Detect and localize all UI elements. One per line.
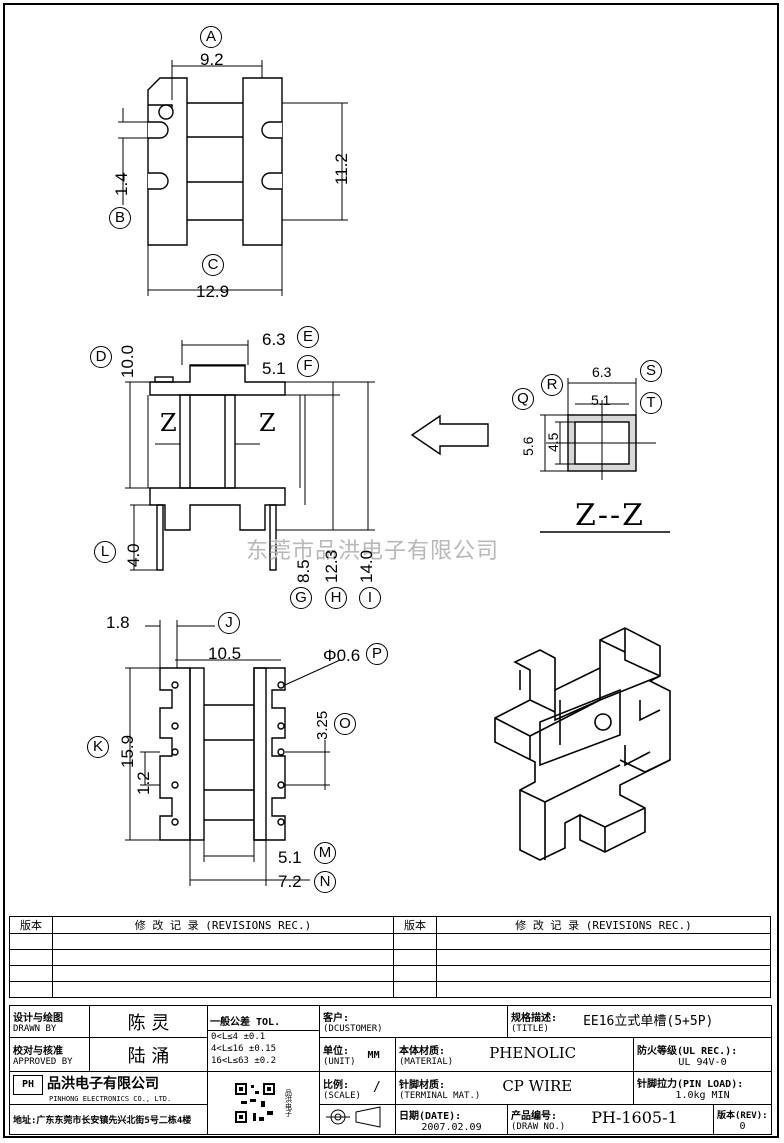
qr-code-icon xyxy=(233,1081,278,1125)
dim-callout-h: H xyxy=(325,587,347,609)
dim-4-0: 4.0 xyxy=(124,543,143,567)
dim-callout-n: N xyxy=(314,871,336,893)
dim-callout-j: J xyxy=(218,612,240,634)
company-address: 地址:广东东莞市长安镇先兴北街5号二栋4楼 xyxy=(9,1104,208,1135)
dim-14-0: 14.0 xyxy=(357,549,376,583)
dim-callout-p: P xyxy=(366,643,388,665)
dim-1-2: 1.2 xyxy=(134,771,153,795)
dim-8-5: 8.5 xyxy=(294,559,313,583)
rev-col-record-2: 修 改 记 录 (REVISIONS REC.) xyxy=(436,916,771,934)
dim-callout-m: M xyxy=(314,842,336,864)
top-view xyxy=(118,60,348,296)
terminal-material-field: 针脚材质:(TERMINAL MAT.) CP WIRE xyxy=(394,1071,635,1105)
table-row xyxy=(9,965,771,982)
date-field: 日期(DATE):2007.02.09 xyxy=(394,1104,509,1135)
section-dim-4-5: 4.5 xyxy=(545,432,561,452)
dim-pin-diameter: Φ0.6 xyxy=(323,646,361,665)
dim-12-9: 12.9 xyxy=(196,282,230,301)
revisions-header-row: 版本 修 改 记 录 (REVISIONS REC.) 版本 修 改 记 录 (… xyxy=(9,916,771,934)
dim-callout-g: G xyxy=(290,587,312,609)
section-dim-5-1: 5.1 xyxy=(591,392,611,408)
dim-callout-i: I xyxy=(359,587,381,609)
title-field: 规格描述:(TITLE) EE16立式单槽(5+5P) xyxy=(507,1005,773,1038)
company-logo: PH xyxy=(13,1075,43,1095)
scale-field: 比例:(SCALE) / xyxy=(319,1071,396,1105)
customer-field: 客户:(DCUSTOMER) xyxy=(318,1005,509,1038)
rev-col-record: 修 改 记 录 (REVISIONS REC.) xyxy=(52,916,394,934)
dim-callout-q: Q xyxy=(512,388,534,410)
watermark: 东莞市品洪电子有限公司 xyxy=(246,539,500,564)
unit-field: 单位:(UNIT) MM xyxy=(319,1037,396,1072)
dim-callout-b: B xyxy=(109,207,131,229)
dim-1-4: 1.4 xyxy=(112,172,131,196)
section-mark-z-left: Z xyxy=(160,409,177,437)
section-dim-5-6: 5.6 xyxy=(520,436,536,456)
section-mark-z-right: Z xyxy=(259,409,276,437)
section-dim-6-3: 6.3 xyxy=(592,364,612,380)
section-zz-view xyxy=(540,378,670,533)
designer-name: 陈 灵 xyxy=(89,1005,208,1038)
table-row xyxy=(9,949,771,966)
dim-10-5: 10.5 xyxy=(208,644,242,663)
side-view xyxy=(125,340,375,571)
revisions-table: 版本 修 改 记 录 (REVISIONS REC.) 版本 修 改 记 录 (… xyxy=(9,916,771,998)
approver-name: 陆 涌 xyxy=(89,1037,208,1072)
section-title-zz: Z--Z xyxy=(575,498,645,533)
table-row xyxy=(9,933,771,950)
bottom-view xyxy=(125,620,341,886)
dim-callout-c: C xyxy=(202,254,224,276)
dim-callout-f: F xyxy=(297,355,319,377)
dim-callout-a: A xyxy=(200,26,222,48)
draw-number-field: 产品编号:(DRAW NO.) PH-1605-1 xyxy=(507,1104,715,1135)
dim-callout-r: R xyxy=(541,374,563,396)
rev-col-version-2: 版本 xyxy=(393,916,437,934)
dim-1-8: 1.8 xyxy=(106,613,130,632)
dim-callout-t: T xyxy=(640,392,662,414)
dim-9-2: 9.2 xyxy=(200,50,224,69)
tolerance-box: 一般公差 TOL. 0<L≤4 ±0.1 4<L≤16 ±0.15 16<L≤6… xyxy=(207,1005,320,1072)
dim-callout-l: L xyxy=(94,541,116,563)
dim-11-2: 11.2 xyxy=(332,153,351,185)
revision-field: 版本(REV):0 xyxy=(713,1104,773,1135)
dim-callout-d: D xyxy=(90,346,112,368)
dim-callout-e: E xyxy=(297,326,319,348)
drawing-sheet xyxy=(3,3,779,1138)
dim-5-1-side: 5.1 xyxy=(262,359,286,378)
dim-3-25: 3.25 xyxy=(314,710,331,740)
dim-callout-s: S xyxy=(640,360,662,382)
dim-15-9: 15.9 xyxy=(118,734,137,768)
rev-col-version: 版本 xyxy=(9,916,53,934)
section-arrow xyxy=(410,414,489,456)
dim-callout-k: K xyxy=(87,736,109,758)
dim-12-3: 12.3 xyxy=(322,549,341,583)
pin-load-field: 针脚拉力(PIN LOAD):1.0kg MIN xyxy=(633,1071,773,1105)
ul-rating-field: 防火等级(UL REC.):UL 94V-0 xyxy=(633,1037,773,1072)
qr-code-cell: 品洪电子 xyxy=(207,1071,320,1135)
isometric-view xyxy=(494,627,671,861)
dim-callout-o: O xyxy=(334,713,356,735)
table-row xyxy=(9,981,771,998)
dim-7-2: 7.2 xyxy=(278,872,302,891)
dim-6-3: 6.3 xyxy=(262,330,286,349)
projection-symbol-cell xyxy=(319,1104,396,1135)
dim-10-0: 10.0 xyxy=(118,344,137,378)
qr-side-label: 品洪电子 xyxy=(284,1089,293,1117)
dim-5-1-bottom: 5.1 xyxy=(278,848,302,867)
material-field: 本体材质:(MATERIAL) PHENOLIC xyxy=(394,1037,635,1072)
